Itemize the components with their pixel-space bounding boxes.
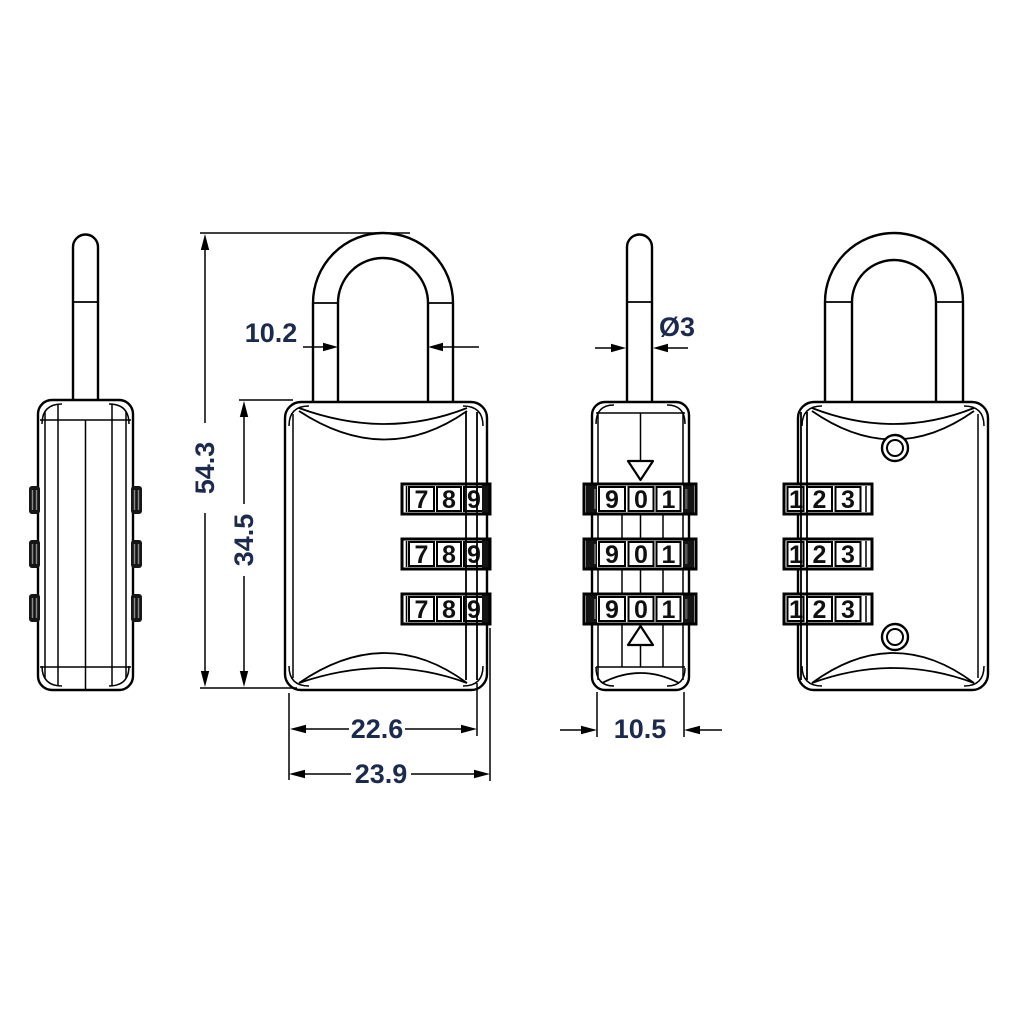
- dimension-body-width-outer: 23.9: [289, 628, 491, 789]
- shackle-rod: [625, 233, 654, 413]
- bottom-lens: [811, 652, 975, 684]
- shackle-rod: [71, 233, 100, 420]
- shackle-diameter-label: Ø3: [659, 312, 695, 342]
- dimension-shackle-inner-width: 10.2: [245, 318, 479, 352]
- dimension-shackle-diameter: Ø3: [595, 312, 695, 353]
- shackle-inner-width-label: 10.2: [245, 318, 298, 348]
- body-edge-lines: [800, 412, 808, 680]
- side-dial-row-1: [582, 482, 698, 516]
- dimensions: 54.3 34.5 10.2 Ø3 22.6: [190, 232, 722, 789]
- dimension-body-depth: 10.5: [560, 692, 722, 744]
- dimension-body-width-inner: 22.6: [288, 683, 478, 780]
- bottom-lens: [298, 652, 468, 684]
- body-depth-label: 10.5: [614, 714, 667, 744]
- body-edge-lines: [465, 412, 478, 680]
- side-dial-row-3: [582, 592, 698, 626]
- overall-height-label: 54.3: [190, 442, 220, 495]
- body-width-inner-label: 22.6: [351, 714, 404, 744]
- index-marker-top: [626, 459, 655, 482]
- dimension-body-height: 34.5: [229, 399, 293, 687]
- top-lens: [298, 407, 468, 441]
- body-width-outer-label: 23.9: [355, 759, 408, 789]
- back-dial-row-2: [782, 537, 874, 571]
- side-profile-view: [29, 233, 142, 692]
- front-view: [283, 231, 492, 692]
- back-view: [782, 231, 990, 692]
- back-dial-row-1: [782, 482, 874, 516]
- index-marker-bottom: [626, 624, 655, 647]
- edge-view: [582, 233, 698, 692]
- body-height-label: 34.5: [229, 514, 259, 567]
- back-dial-row-3: [782, 592, 874, 626]
- side-dial-row-2: [582, 537, 698, 571]
- dimension-overall-height: 54.3: [190, 232, 410, 689]
- dial-tabs: [29, 486, 142, 622]
